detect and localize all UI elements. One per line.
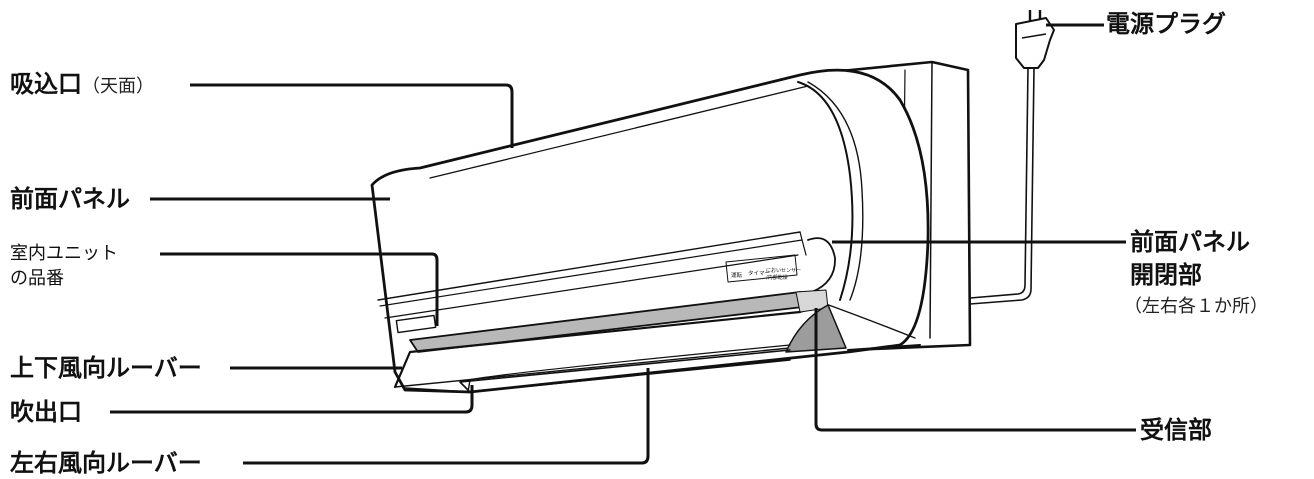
label-panel-hinge-line2: 開閉部 — [1130, 261, 1202, 289]
label-intake-note: （天面） — [82, 76, 154, 97]
label-horizontal-louver: 左右風向ルーバー — [10, 449, 202, 477]
indicator-label-timer: タイマー — [748, 269, 770, 277]
leader-intake — [190, 83, 514, 148]
label-front-panel: 前面パネル — [10, 185, 130, 213]
label-intake: 吸込口（天面） — [10, 72, 154, 96]
indoor-unit-illustration: 運転 タイマー においセンサー /内部乾燥 — [370, 60, 972, 394]
leader-outlet — [110, 385, 474, 414]
label-model-number-line2: の品番 — [10, 268, 64, 289]
power-plug-icon — [1015, 10, 1055, 69]
leader-lines — [110, 23, 1136, 465]
label-outlet: 吹出口 — [10, 398, 82, 426]
leader-receiver — [814, 308, 1136, 432]
label-model-number-line1: 室内ユニット — [10, 243, 118, 264]
indicator-label-sensor: においセンサー — [766, 267, 801, 274]
power-cord — [969, 67, 1035, 305]
label-intake-text: 吸込口 — [10, 70, 82, 98]
indicator-label-dry: /内部乾燥 — [766, 274, 788, 281]
label-vertical-louver: 上下風向ルーバー — [10, 354, 202, 382]
label-receiver: 受信部 — [1140, 416, 1212, 444]
leader-model-number — [160, 252, 439, 326]
label-panel-hinge-line1: 前面パネル — [1130, 228, 1250, 256]
indicator-label-operation: 運転 — [731, 272, 743, 279]
label-panel-hinge-note: （左右各１か所） — [1124, 296, 1268, 317]
label-power-plug: 電源プラグ — [1106, 10, 1226, 38]
leader-horizontal-louver — [243, 368, 650, 465]
